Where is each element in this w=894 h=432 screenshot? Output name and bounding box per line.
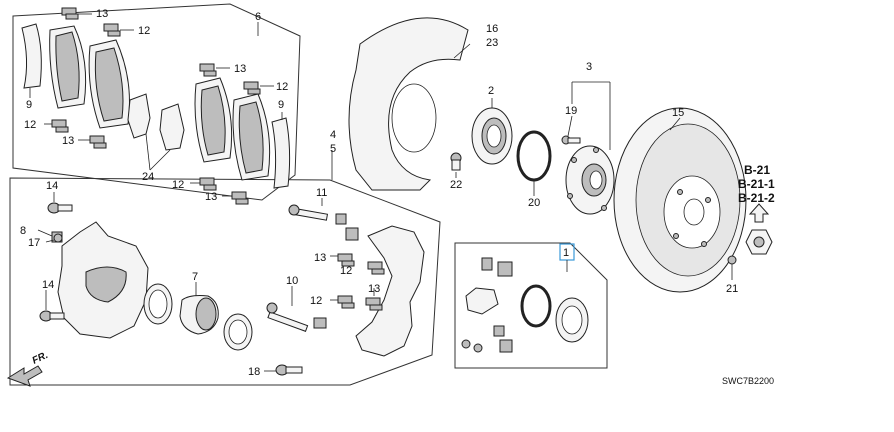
label-18: 18	[248, 366, 260, 378]
pad-shim-right	[271, 117, 291, 189]
label-12: 12	[24, 119, 36, 131]
label-10: 10	[286, 275, 298, 287]
label-7: 7	[192, 271, 198, 283]
label-1: 1	[563, 247, 569, 259]
label-22: 22	[450, 179, 462, 191]
label-14: 14	[46, 180, 58, 192]
front-marker: FR.	[31, 350, 50, 367]
hub-bolt	[561, 135, 581, 145]
label-12: 12	[172, 179, 184, 191]
front-direction-arrow	[6, 365, 43, 387]
label-13: 13	[96, 8, 108, 20]
ref-b21[interactable]: B-21	[744, 163, 770, 177]
ref-b21-1[interactable]: B-21-1	[738, 177, 775, 191]
label-20: 20	[528, 197, 540, 209]
label-5: 5	[330, 143, 336, 155]
brake-pad-outer-lining	[94, 47, 124, 122]
brake-disc	[613, 107, 747, 293]
brake-pad-inner-right-lining	[200, 85, 226, 156]
seal-kit-parts	[461, 257, 589, 353]
ref-b21-2[interactable]: B-21-2	[738, 191, 775, 205]
pad-clips	[51, 7, 261, 205]
splash-shield-hole	[391, 83, 437, 153]
pad-leaders	[29, 13, 283, 197]
disc-screw	[727, 255, 737, 265]
label-23: 23	[486, 37, 498, 49]
bracket-bolt	[275, 364, 303, 376]
reference-arrow	[748, 203, 770, 223]
shield-bolt	[450, 152, 462, 171]
label-16: 16	[486, 23, 498, 35]
label-13: 13	[314, 252, 326, 264]
caliper-bracket	[355, 225, 425, 357]
label-9: 9	[278, 99, 284, 111]
reference-nut	[745, 229, 773, 255]
pin-boot-upper-b	[345, 227, 359, 241]
caliper-bolt-upper	[47, 202, 73, 214]
brake-pad-inner-lining	[55, 31, 80, 102]
label-3: 3	[586, 61, 592, 73]
label-9: 9	[26, 99, 32, 111]
pad-group-box	[12, 3, 301, 201]
label-14: 14	[42, 279, 54, 291]
label-12: 12	[276, 81, 288, 93]
caliper-clips	[337, 253, 385, 311]
guide-pin-lower	[266, 302, 309, 332]
label-21: 21	[726, 283, 738, 295]
wheel-bearing	[471, 107, 513, 165]
label-13: 13	[62, 135, 74, 147]
caliper-bore	[85, 266, 127, 303]
label-12: 12	[340, 265, 352, 277]
label-12: 12	[138, 25, 150, 37]
label-13: 13	[234, 63, 246, 75]
label-4: 4	[330, 129, 336, 141]
label-19: 19	[565, 105, 577, 117]
label-13: 13	[368, 283, 380, 295]
splash-shield	[348, 17, 469, 191]
label-24: 24	[142, 171, 154, 183]
caliper-bolt-lower	[39, 310, 65, 322]
label-11: 11	[316, 187, 327, 199]
label-15: 15	[672, 107, 684, 119]
caliper-group-box	[9, 177, 441, 386]
label-17: 17	[28, 237, 40, 249]
pad-shim-left	[21, 23, 42, 89]
wheel-hub	[565, 145, 615, 215]
hub-leaders	[453, 43, 733, 280]
pad-wear-indicator-b	[159, 103, 185, 151]
label-8: 8	[20, 225, 26, 237]
brake-pad-outer-right-lining	[238, 101, 264, 174]
label-12: 12	[310, 295, 322, 307]
diagram-code: SWC7B2200	[722, 376, 774, 386]
guide-pin-upper	[288, 204, 329, 221]
label-6: 6	[255, 11, 261, 23]
label-2: 2	[488, 85, 494, 97]
caliper-piston-face	[195, 297, 217, 331]
caliper-leaders	[37, 150, 375, 372]
label-13: 13	[205, 191, 217, 203]
snap-ring	[516, 130, 552, 182]
pad-wear-indicator-a	[127, 93, 151, 139]
pin-boot-lower	[313, 317, 327, 329]
bleeder-cap	[53, 233, 63, 243]
pin-boot-upper-a	[335, 213, 347, 225]
seal-kit-box	[454, 242, 608, 369]
